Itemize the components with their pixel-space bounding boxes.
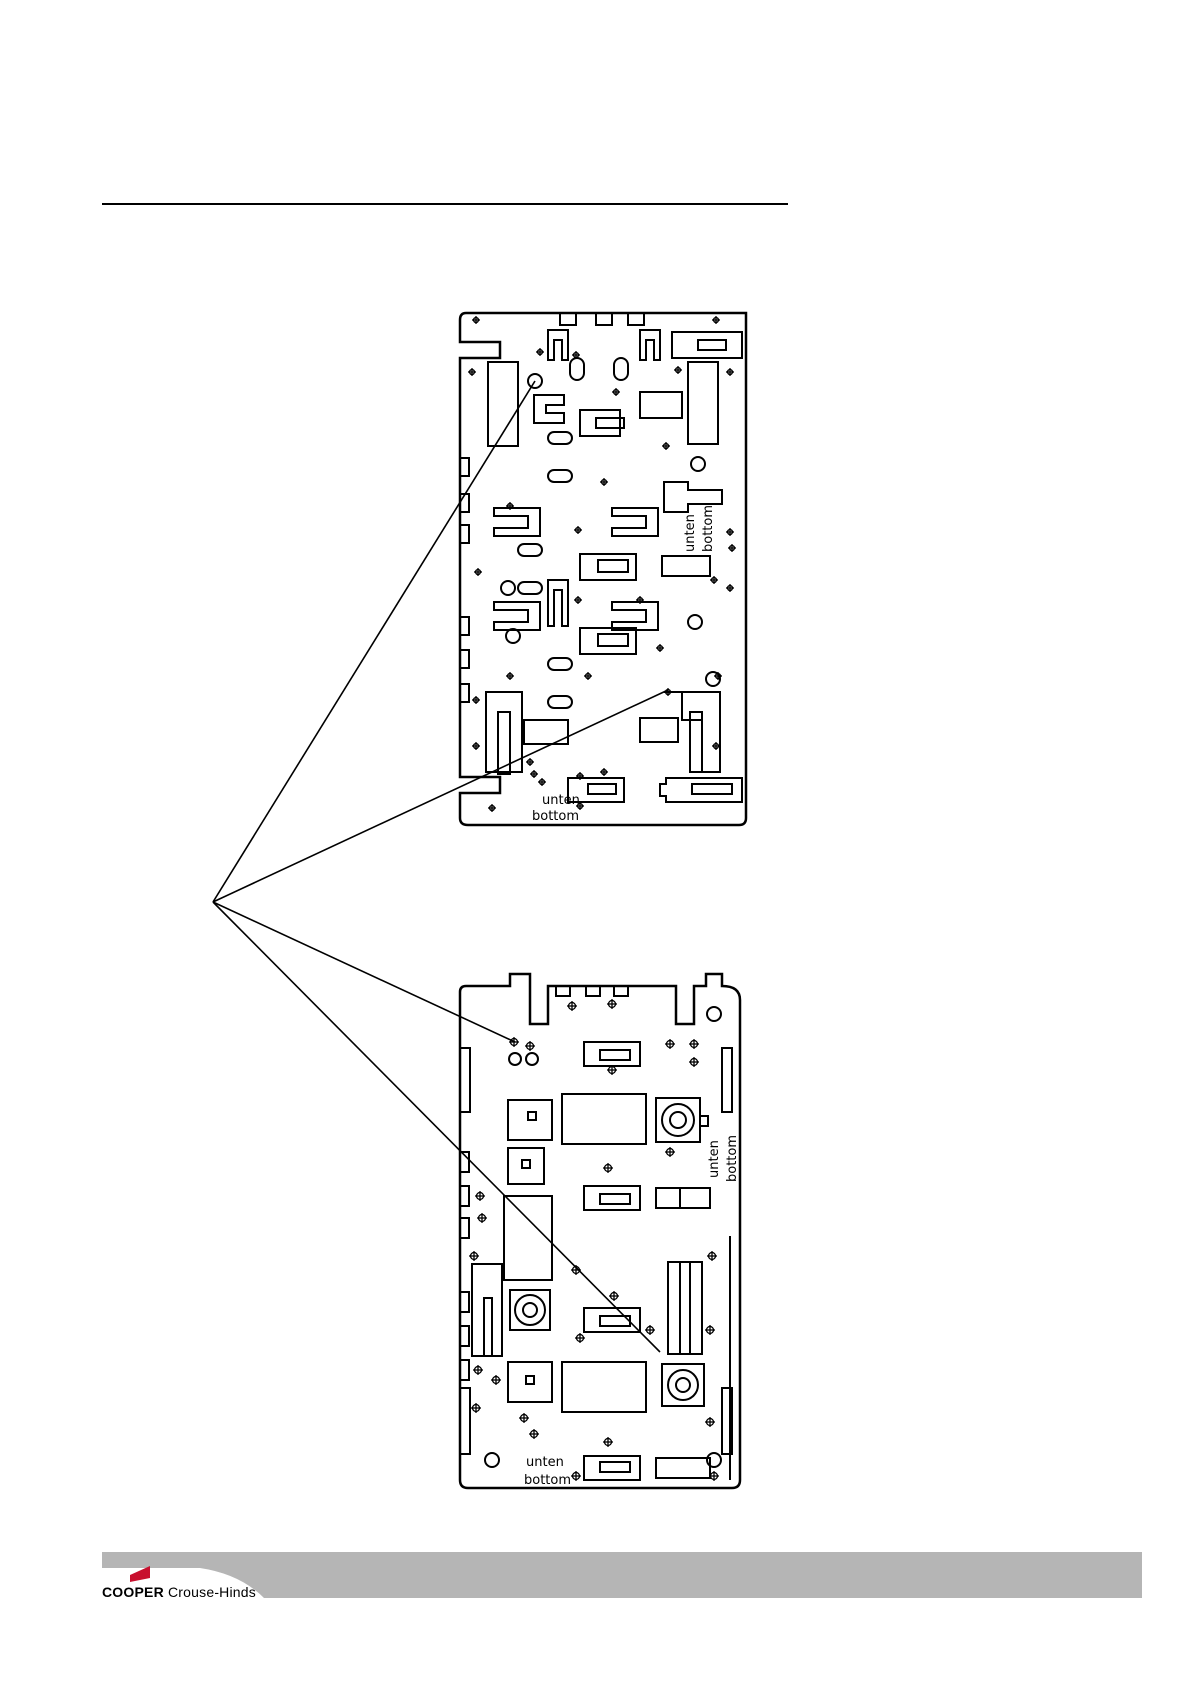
footer-brand: COOPER Crouse-Hinds bbox=[102, 1584, 256, 1600]
cooper-logo-mark bbox=[130, 1566, 150, 1582]
label-unten-top-board-vertical: unten bbox=[683, 514, 698, 552]
via-marks-top bbox=[468, 316, 736, 812]
brand-subname: Crouse-Hinds bbox=[168, 1584, 256, 1600]
label-bottom-bottom-board-vertical: bottom bbox=[725, 1135, 740, 1182]
label-bottom-top-board-vertical: bottom bbox=[701, 505, 716, 552]
label-bottom-top-board: bottom bbox=[532, 809, 579, 824]
label-unten-bottom-board: unten bbox=[526, 1455, 564, 1470]
brand-name: COOPER bbox=[102, 1584, 164, 1600]
pcb-board-bottom bbox=[460, 974, 740, 1488]
label-unten-bottom-board-vertical: unten bbox=[707, 1140, 722, 1178]
label-bottom-bottom-board: bottom bbox=[524, 1473, 571, 1488]
leader-lines bbox=[213, 381, 668, 1352]
label-unten-top-board: unten bbox=[542, 793, 580, 808]
footer-band bbox=[102, 1552, 1142, 1598]
pcb-board-top bbox=[460, 313, 746, 825]
via-marks-bottom bbox=[469, 999, 719, 1481]
